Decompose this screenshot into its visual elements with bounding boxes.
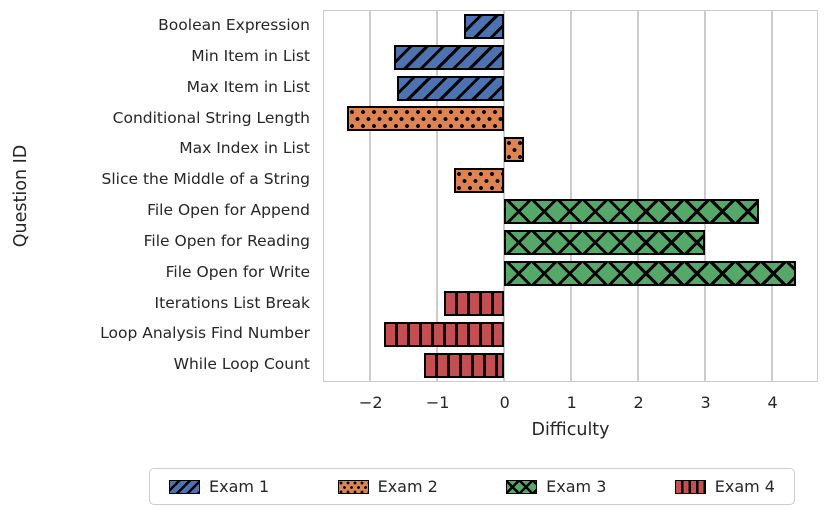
legend-label-exam-3: Exam 3 xyxy=(546,477,607,496)
gridline-3 xyxy=(704,11,706,381)
bar-min-item-in-list xyxy=(393,44,505,70)
x-axis-title: Difficulty xyxy=(531,420,610,440)
bar-iterations-list-break xyxy=(443,291,505,317)
legend-item-exam-1: Exam 1 xyxy=(169,477,269,496)
bar-file-open-for-write xyxy=(504,260,796,286)
x-tick-label-3: 3 xyxy=(700,393,711,412)
y-label-max-index-in-list: Max Index in List xyxy=(179,139,310,158)
y-label-file-open-for-reading: File Open for Reading xyxy=(143,231,310,250)
gridline-2 xyxy=(637,11,639,381)
x-tick-label-2: −2 xyxy=(358,393,383,412)
legend-item-exam-2: Exam 2 xyxy=(337,477,438,496)
gridline-0 xyxy=(503,11,505,381)
y-label-conditional-string-length: Conditional String Length xyxy=(112,108,310,127)
bar-boolean-expression xyxy=(463,13,505,39)
gridline-−1 xyxy=(436,11,438,381)
bar-conditional-string-length xyxy=(346,106,505,132)
legend-swatch-exam-1 xyxy=(169,479,200,494)
y-label-min-item-in-list: Min Item in List xyxy=(191,46,310,65)
y-label-file-open-for-write: File Open for Write xyxy=(165,262,310,281)
legend: Exam 1 Exam 2 Exam 3 Exam 4 xyxy=(149,468,795,505)
y-label-boolean-expression: Boolean Expression xyxy=(158,16,310,34)
legend-label-exam-1: Exam 1 xyxy=(209,477,270,496)
y-label-slice-the-middle-of-a-string: Slice the Middle of a String xyxy=(101,170,310,189)
y-label-file-open-for-append: File Open for Append xyxy=(147,201,310,219)
bar-max-item-in-list xyxy=(397,75,505,101)
y-label-iterations-list-break: Iterations List Break xyxy=(154,293,310,312)
legend-swatch-exam-4 xyxy=(674,479,706,494)
y-label-loop-analysis-find-number: Loop Analysis Find Number xyxy=(100,324,310,343)
gridline-−2 xyxy=(369,11,371,381)
bar-while-loop-count xyxy=(423,353,505,379)
legend-swatch-exam-3 xyxy=(506,479,538,494)
legend-label-exam-2: Exam 2 xyxy=(377,477,438,496)
gridline-1 xyxy=(570,11,572,381)
bar-max-index-in-list xyxy=(504,137,525,163)
legend-item-exam-3: Exam 3 xyxy=(506,477,606,496)
x-tick-label-2: 2 xyxy=(633,393,644,412)
y-label-while-loop-count: While Loop Count xyxy=(173,355,310,374)
legend-swatch-exam-2 xyxy=(337,479,369,494)
x-tick-label-1: 1 xyxy=(566,393,577,412)
x-tick-label-1: −1 xyxy=(425,393,450,412)
x-tick-label-0: 0 xyxy=(499,393,510,412)
plot-area xyxy=(323,10,818,382)
bar-file-open-for-reading xyxy=(504,229,706,255)
bar-slice-the-middle-of-a-string xyxy=(453,168,505,194)
legend-label-exam-4: Exam 4 xyxy=(714,477,775,496)
y-label-max-item-in-list: Max Item in List xyxy=(186,77,310,96)
bar-file-open-for-append xyxy=(504,198,759,224)
legend-item-exam-4: Exam 4 xyxy=(674,477,775,496)
bar-loop-analysis-find-number xyxy=(383,322,505,348)
gridline-4 xyxy=(771,11,773,381)
x-tick-label-4: 4 xyxy=(767,393,778,412)
